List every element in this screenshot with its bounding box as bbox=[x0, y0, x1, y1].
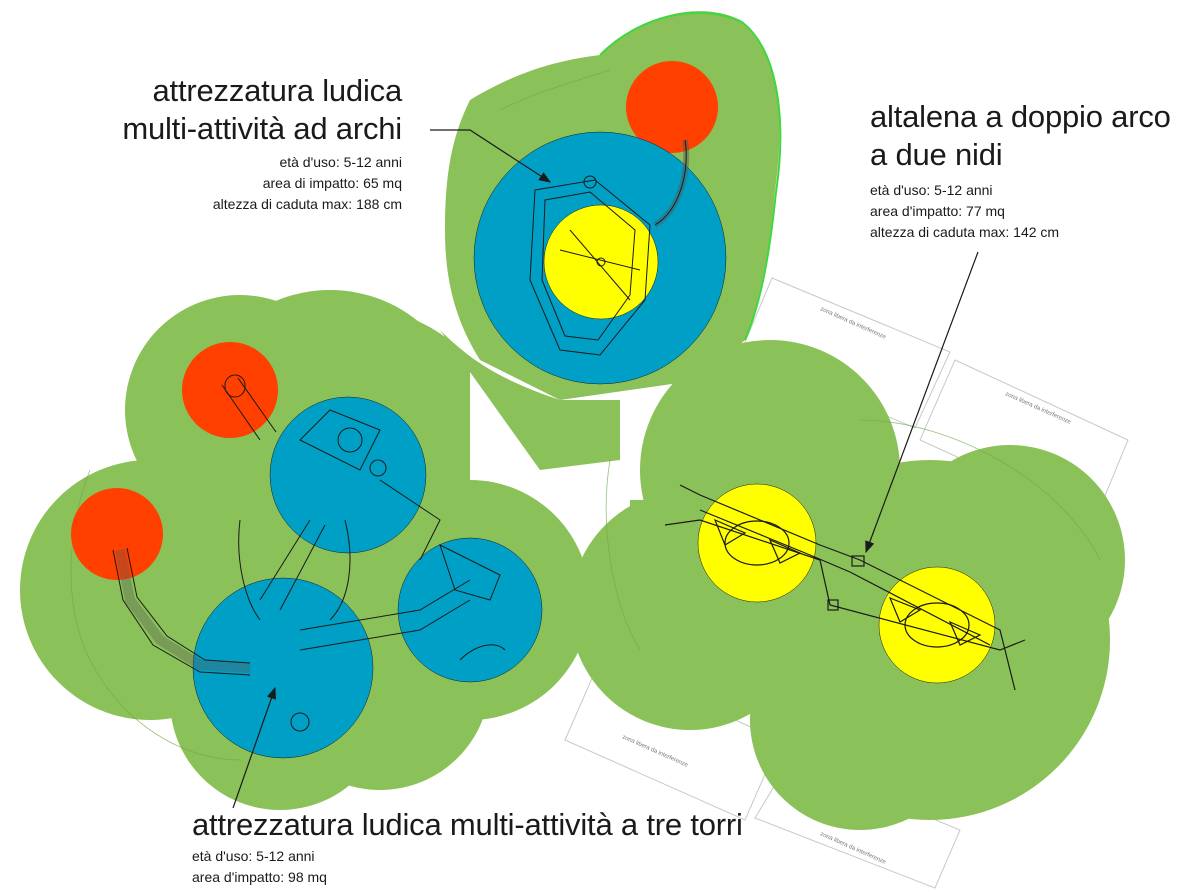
swing-seat-zone-2 bbox=[878, 566, 996, 684]
arches-label: attrezzatura ludica multi-attività ad ar… bbox=[122, 72, 402, 215]
towers-title: attrezzatura ludica multi-attività a tre… bbox=[192, 807, 743, 842]
arches-title-line1: attrezzatura ludica bbox=[152, 73, 403, 108]
free-zone-text-4: zona libera da interferenze bbox=[819, 831, 887, 866]
impact-zone-tower-1 bbox=[269, 396, 427, 554]
swing-area: area d'impatto: 77 mq bbox=[870, 203, 1005, 219]
swing-title-line2: a due nidi bbox=[870, 137, 1003, 172]
arches-equipment-drawing bbox=[529, 139, 690, 356]
leader-lines bbox=[232, 129, 979, 809]
fall-zone-arches bbox=[626, 61, 718, 153]
towers-equipment-drawing bbox=[112, 374, 506, 732]
swing-equipment-drawing bbox=[664, 484, 1026, 691]
impact-zone-tower-2 bbox=[397, 537, 543, 683]
leader-towers bbox=[232, 686, 276, 809]
towers-age: età d'uso: 5-12 anni bbox=[192, 848, 315, 864]
arches-title-line2: multi-attività ad archi bbox=[122, 111, 402, 146]
arches-fall-height: altezza di caduta max: 188 cm bbox=[212, 196, 402, 212]
swing-fall-height: altezza di caduta max: 142 cm bbox=[870, 224, 1060, 240]
fall-zone-towers-left bbox=[71, 488, 163, 580]
swing-age: età d'uso: 5-12 anni bbox=[870, 182, 993, 198]
free-zone-text-2: zona libera da interferenze bbox=[1004, 391, 1072, 426]
fall-zones-red bbox=[71, 61, 718, 580]
arches-area: area di impatto: 65 mq bbox=[262, 175, 402, 191]
swing-label: altalena a doppio arco a due nidi età d'… bbox=[870, 98, 1171, 243]
fall-zone-towers-top bbox=[182, 342, 278, 438]
free-zone-upper bbox=[739, 277, 951, 429]
free-zone-text-3: zona libera da interferenze bbox=[621, 734, 689, 769]
swing-seat-zone-arches bbox=[543, 204, 659, 320]
towers-area: area d'impatto: 98 mq bbox=[192, 869, 327, 885]
swing-title-line1: altalena a doppio arco bbox=[870, 99, 1171, 134]
leader-arches bbox=[430, 129, 552, 183]
leader-swing bbox=[865, 251, 979, 554]
arches-age: età d'uso: 5-12 anni bbox=[279, 154, 402, 170]
towers-label: attrezzatura ludica multi-attività a tre… bbox=[192, 806, 743, 888]
